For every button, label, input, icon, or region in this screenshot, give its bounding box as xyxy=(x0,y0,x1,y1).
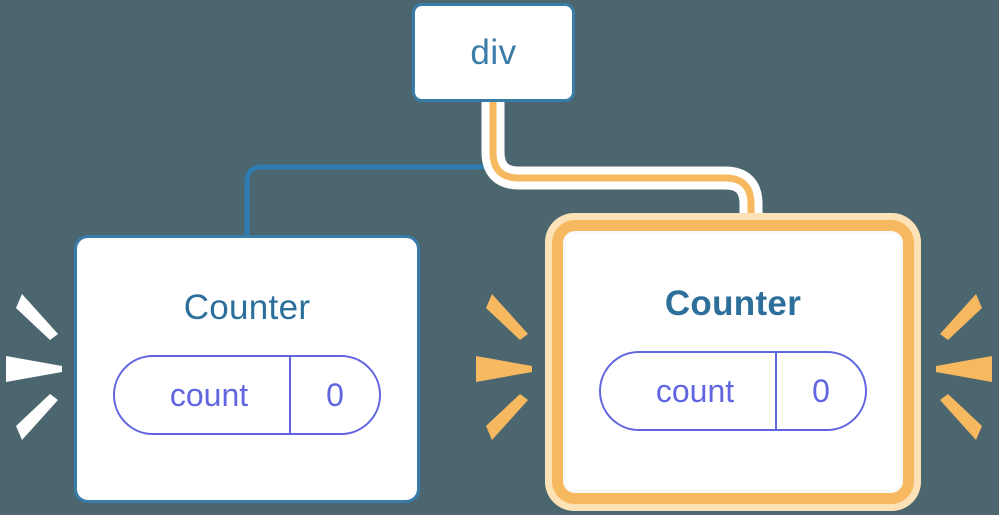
edge-div-to-counter-left xyxy=(244,102,496,237)
state-value-left: 0 xyxy=(289,357,379,433)
state-pill-left: count 0 xyxy=(113,355,381,435)
node-div-label: div xyxy=(470,33,517,72)
burst-ray-upper xyxy=(940,294,982,340)
state-value-right: 0 xyxy=(775,353,865,429)
burst-ray-upper xyxy=(16,294,58,340)
burst-ray-middle xyxy=(6,356,62,382)
state-key-right: count xyxy=(655,373,735,409)
node-div[interactable]: div xyxy=(412,3,575,102)
state-pill-right: count 0 xyxy=(599,351,867,431)
node-counter-right[interactable]: Counter count 0 xyxy=(563,231,903,493)
burst-ray-upper xyxy=(486,294,528,340)
burst-ray-middle xyxy=(476,356,532,382)
state-key-left: count xyxy=(169,377,249,413)
burst-right-orange-icon xyxy=(936,294,992,440)
burst-left-white-icon xyxy=(6,294,62,440)
edge-div-to-counter-right xyxy=(489,102,755,240)
burst-ray-middle xyxy=(936,356,992,382)
node-counter-left-label: Counter xyxy=(183,288,311,327)
burst-ray-lower xyxy=(16,394,58,440)
edge-active-halo xyxy=(481,102,763,240)
node-counter-right-label: Counter xyxy=(664,284,802,323)
node-counter-left[interactable]: Counter count 0 xyxy=(74,235,420,503)
burst-ray-lower xyxy=(486,394,528,440)
burst-ray-lower xyxy=(940,394,982,440)
burst-middle-orange-icon xyxy=(476,294,532,440)
